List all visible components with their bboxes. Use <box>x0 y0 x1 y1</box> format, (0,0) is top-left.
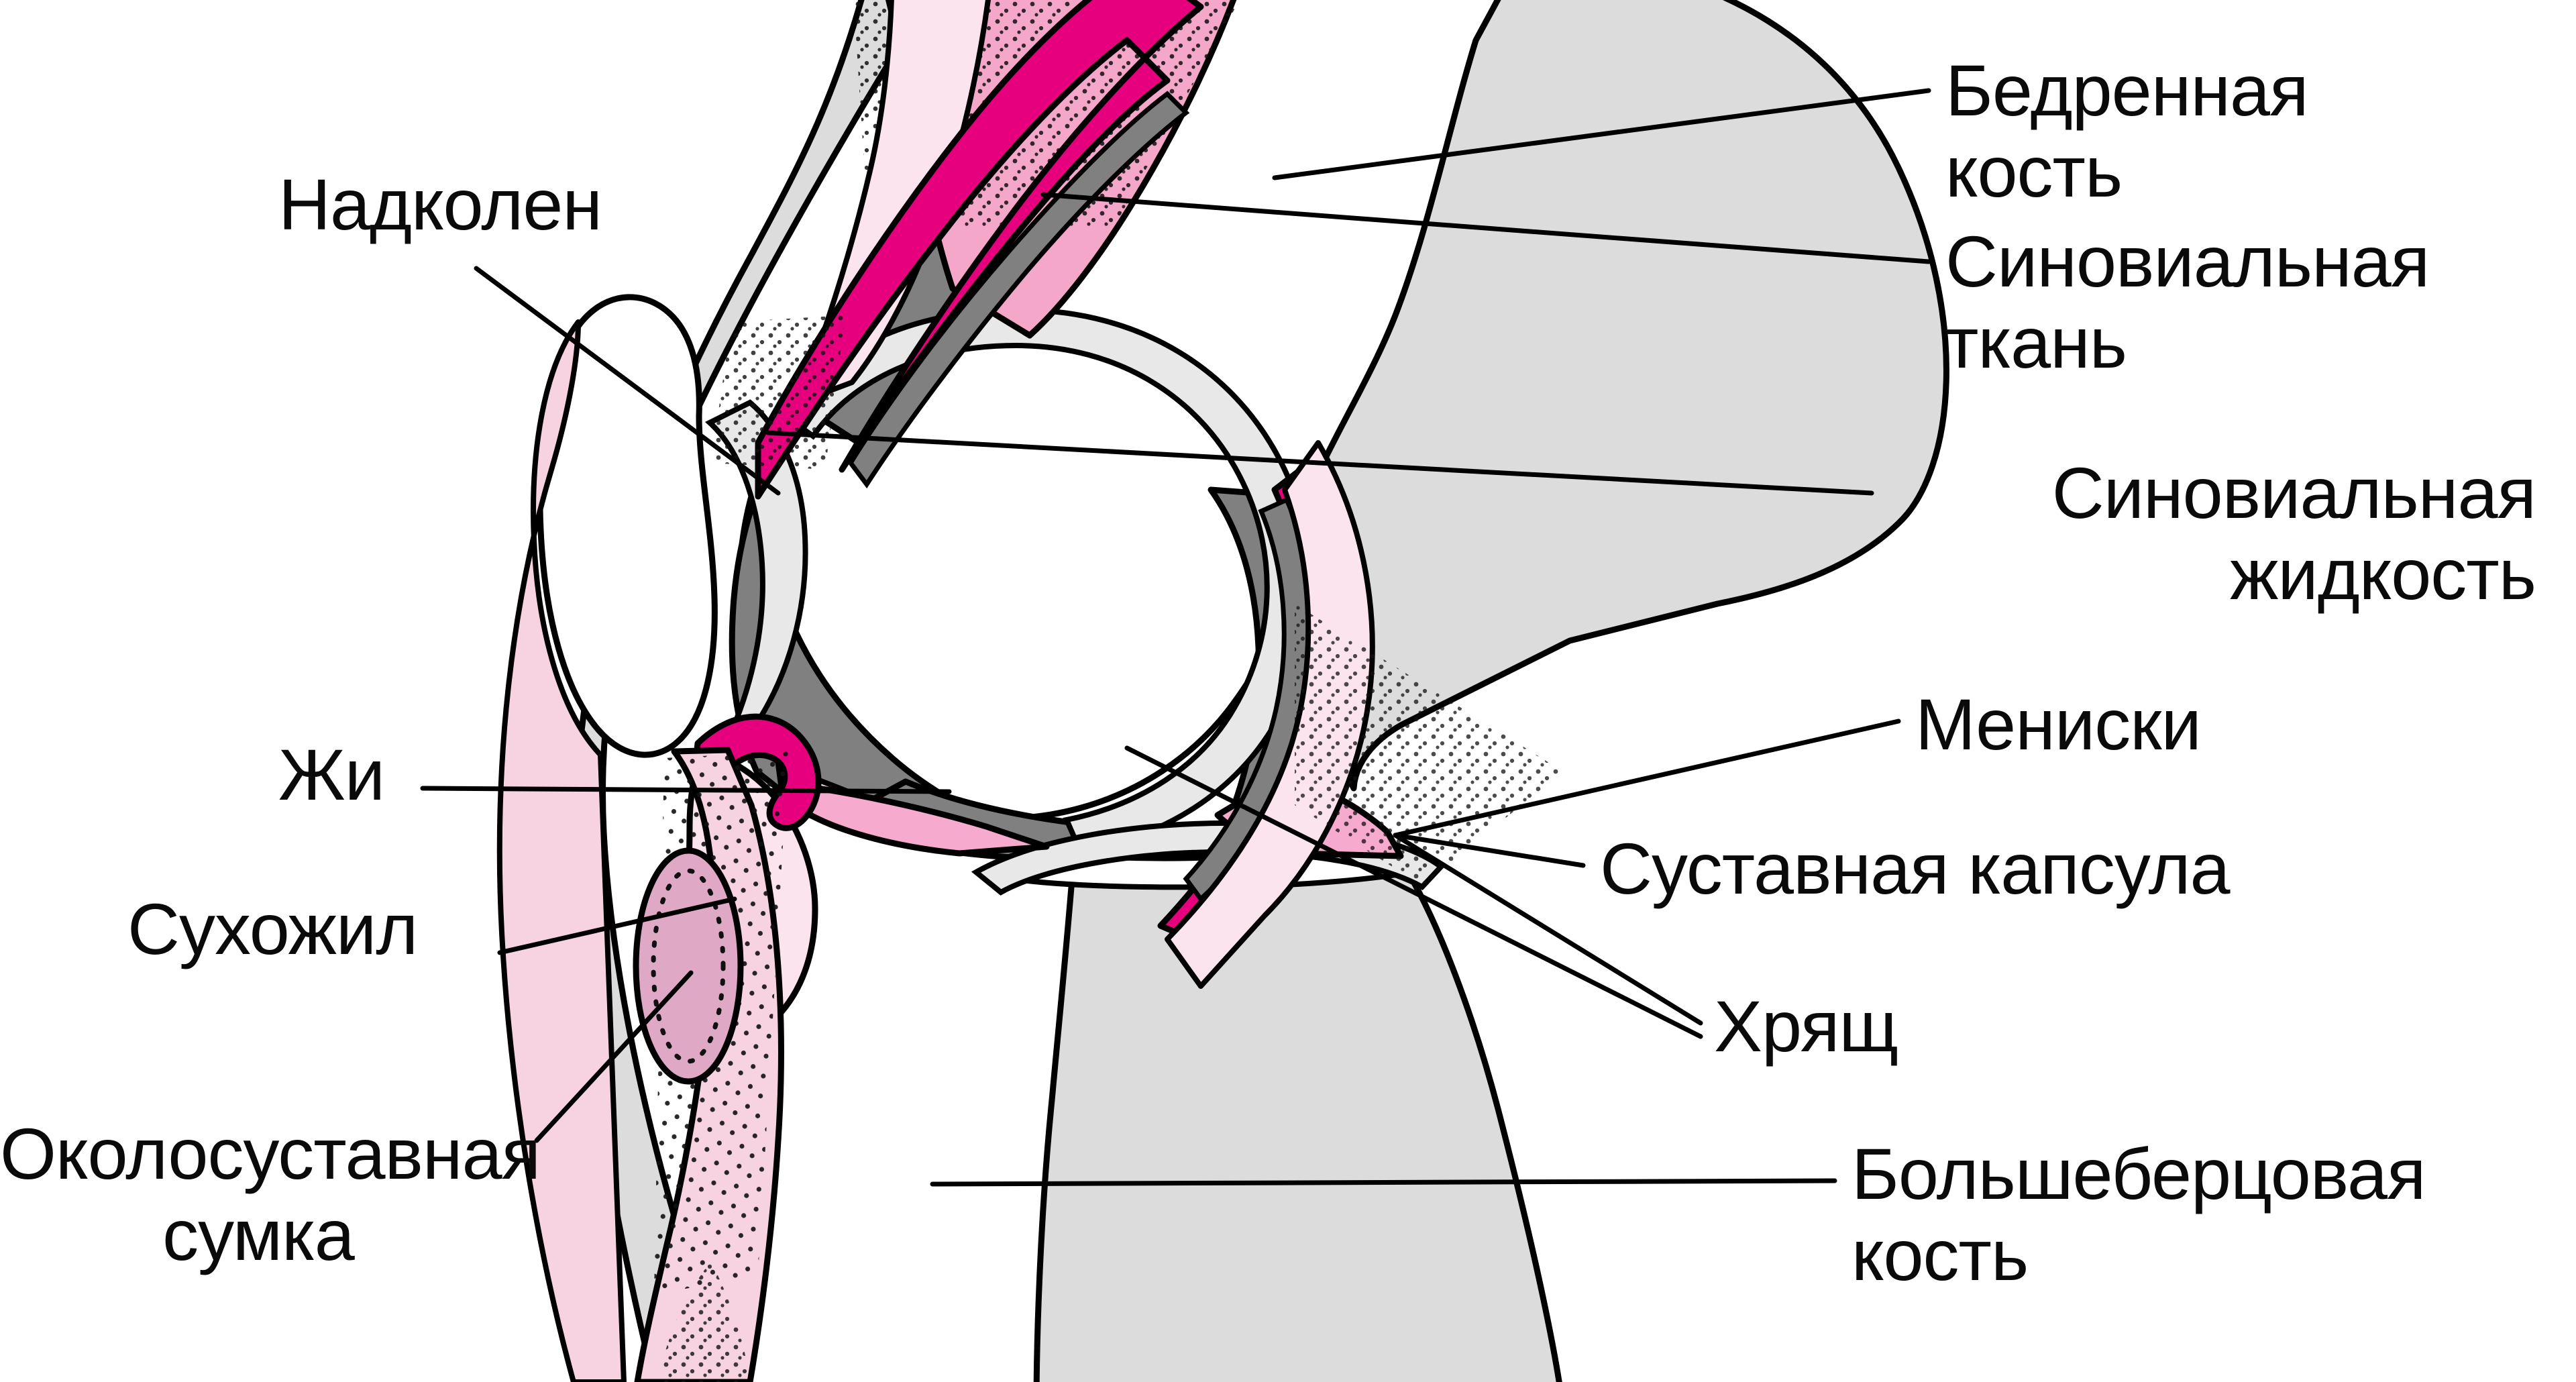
meniscus-medial <box>792 782 1050 857</box>
label-fat: Жи <box>278 734 385 815</box>
leader-tendon <box>497 896 737 955</box>
synovial-membrane-suprapatellar <box>755 0 1204 500</box>
leader-patella <box>474 266 781 496</box>
label-synovial-fluid-line2: жидкость <box>2230 533 2536 615</box>
label-synovial-tissue-line1: Синовиальная <box>1945 221 2430 302</box>
label-femur-line2: кость <box>1945 130 2123 212</box>
leader-synovial-fluid <box>765 430 1874 496</box>
label-joint-capsule: Суставная капсула <box>1600 828 2231 909</box>
leader-joint-capsule <box>1393 833 1586 868</box>
leader-femur <box>1272 88 1931 180</box>
label-cartilage: Хрящ <box>1714 986 1898 1067</box>
label-tendon: Сухожил <box>127 888 418 969</box>
label-synovial-fluid-line1: Синовиальная <box>2051 452 2536 533</box>
label-tibia-line2: кость <box>1851 1214 2029 1295</box>
label-bursa-line2: сумка <box>162 1193 355 1275</box>
patella-periosteum <box>496 319 627 1382</box>
label-menisci: Мениски <box>1915 684 2202 765</box>
leader-cartilage-a <box>1393 833 1703 1026</box>
leader-cartilage-b <box>1124 745 1703 1039</box>
leader-synovial-tissue <box>1040 192 1931 264</box>
leader-lines <box>420 88 1931 1187</box>
label-patella: Надколен <box>278 164 602 245</box>
tibia-body <box>1033 837 1562 1382</box>
label-bursa-line1: Околосуставная <box>0 1113 541 1194</box>
prepatellar-bursa <box>633 847 744 1085</box>
label-tibia-line1: Большеберцовая <box>1851 1133 2426 1214</box>
label-femur-line1: Бедренная <box>1945 50 2309 131</box>
label-synovial-tissue-line2: ткань <box>1945 301 2127 383</box>
leader-fat <box>420 786 952 794</box>
leader-menisci <box>1393 719 1901 838</box>
leader-bursa <box>534 970 694 1143</box>
leader-tibia <box>930 1178 1837 1187</box>
